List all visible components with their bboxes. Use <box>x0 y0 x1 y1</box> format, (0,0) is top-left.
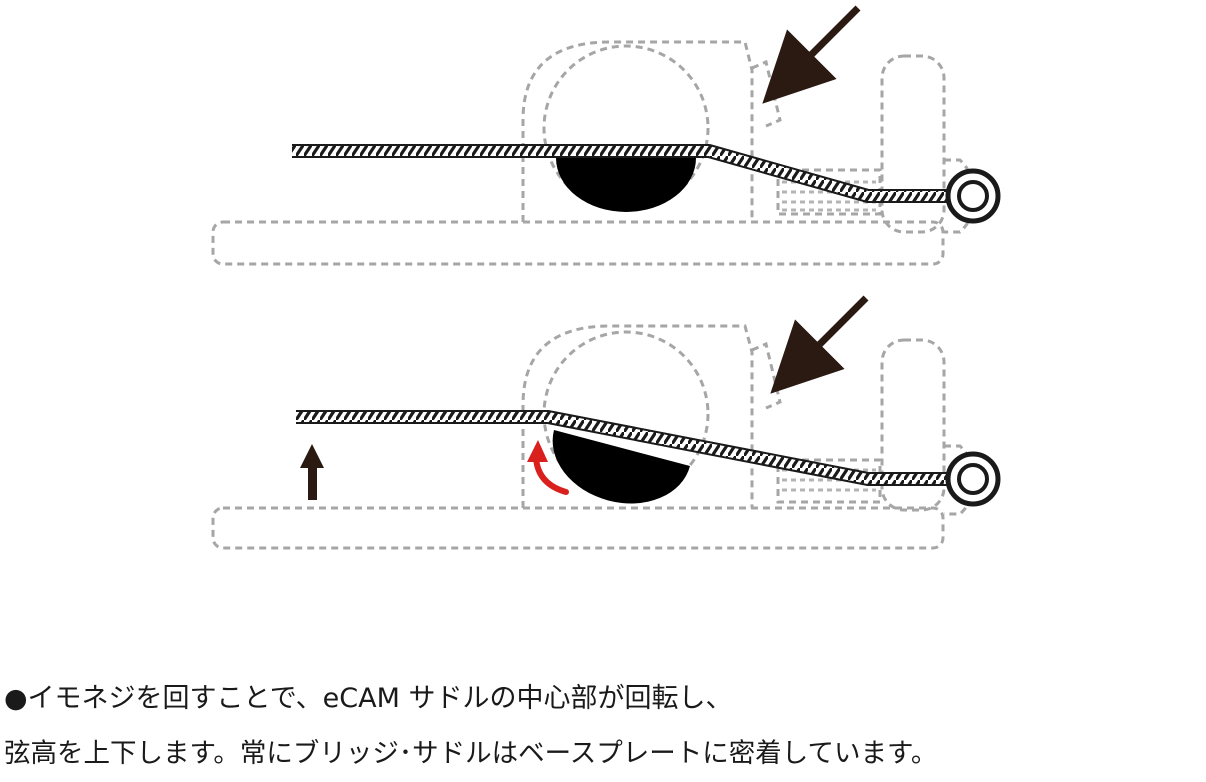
rear-post-outline <box>880 338 946 512</box>
set-screw-outline <box>751 341 782 410</box>
rear-post-outline <box>880 54 946 234</box>
height-up-arrow <box>300 444 324 500</box>
set-screw-arrow <box>762 5 861 104</box>
set-screw-outline <box>751 59 782 128</box>
rotation-arrow <box>527 440 569 495</box>
diagram-bottom-state <box>211 295 1001 550</box>
cam-circle-outline <box>542 44 710 212</box>
caption-line-2: 弦高を上下します。常にブリッジ･サドルはベースプレートに密着しています。 <box>4 738 938 769</box>
caption-line-1: ●イモネジを回すことで、eCAM サドルの中心部が回転し、 <box>4 683 733 714</box>
base-plate-outline <box>211 506 945 550</box>
cam-semicircle <box>556 158 696 212</box>
base-plate-outline <box>211 220 945 266</box>
diagram-top-state <box>211 5 1001 266</box>
anchor-tab-outline <box>944 158 977 234</box>
set-screw-arrow <box>770 295 869 394</box>
bridge-saddle-diagram <box>211 5 1001 550</box>
cam-semicircle-rotated <box>552 430 690 504</box>
